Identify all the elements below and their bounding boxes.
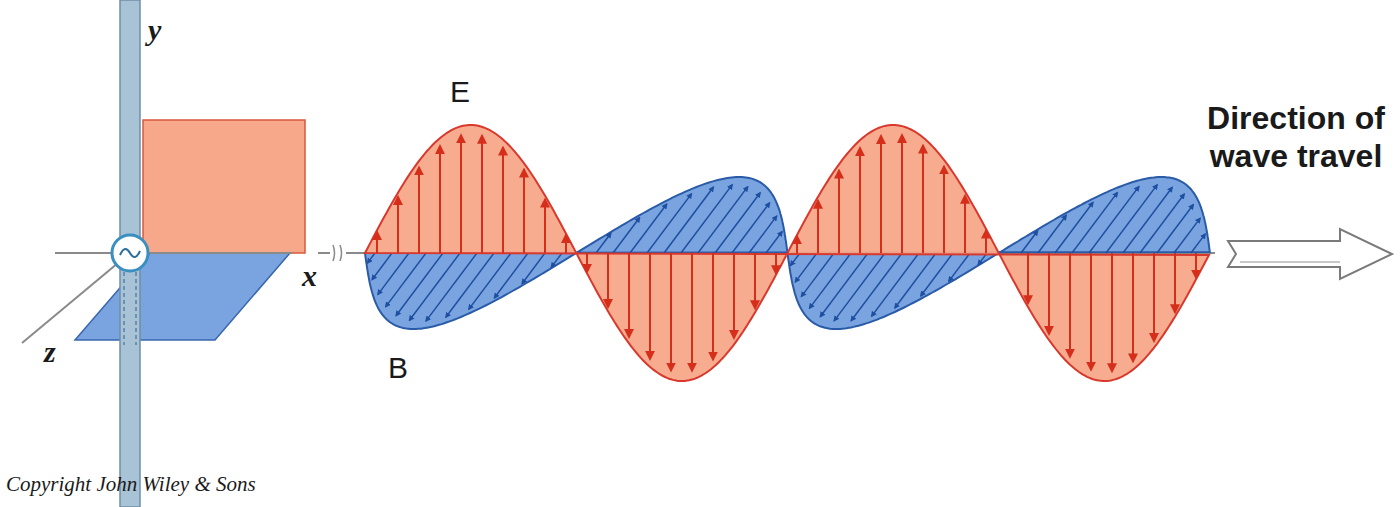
magnetic-field-vector (681, 185, 732, 253)
magnetic-field-vector (378, 253, 409, 295)
magnetic-field-vector (732, 203, 770, 253)
magnetic-field-vector (801, 253, 834, 297)
magnetic-field-vector (522, 253, 545, 284)
direction-arrow (1240, 261, 1340, 263)
magnetic-field-vector (613, 218, 640, 254)
electric-field-vector (607, 253, 609, 307)
field-label: E (450, 74, 470, 109)
magnetic-field-vector (766, 232, 782, 254)
electric-field-vector (1069, 253, 1071, 357)
magnetic-field-vector (1106, 185, 1157, 253)
electric-field-vector (670, 253, 672, 371)
axis-label: z (44, 334, 56, 369)
electric-field-vector (880, 136, 882, 253)
electric-field-vector (1132, 253, 1134, 361)
electric-field-vector (859, 148, 861, 253)
electric-field-vector (502, 148, 504, 254)
magnetic-field-vector (1191, 234, 1205, 253)
electric-field-vector (1111, 253, 1113, 371)
electric-field-vector (943, 166, 945, 253)
axis-break (333, 245, 342, 261)
magnetic-field-vector (921, 253, 953, 296)
electric-plane (143, 120, 305, 253)
electric-field-vector (1090, 253, 1092, 370)
magnetic-field-vector (1055, 202, 1093, 253)
electric-wave-shape (365, 125, 1209, 381)
electric-field-vector (397, 197, 399, 253)
electric-field-vector (565, 235, 567, 253)
magnetic-field-vector (1174, 218, 1200, 253)
electric-field-wave (365, 125, 1209, 381)
electric-field-vector (523, 170, 525, 254)
electric-field-vector (817, 201, 819, 253)
electric-field-vector (712, 253, 714, 360)
axis-label: x (302, 258, 317, 293)
magnetic-field-vector (596, 233, 611, 253)
direction-label: Direction of wave travel (1196, 100, 1396, 176)
electric-field-vector (628, 253, 630, 337)
magnetic-field-vector (895, 253, 936, 308)
magnetic-field-vector (386, 253, 426, 307)
electric-field-vector (1048, 253, 1050, 334)
electric-field-vector (544, 200, 546, 253)
electric-field-vector (1195, 253, 1197, 278)
electric-field-vector (964, 196, 966, 253)
magnetic-plane (75, 253, 290, 340)
z-axis (22, 253, 130, 343)
magnetic-field-vector (494, 253, 528, 298)
axis-label: y (148, 12, 161, 47)
magnetic-field-vector (1038, 215, 1066, 253)
magnetic-field-vector (372, 253, 392, 280)
magnetic-field-vector (949, 253, 970, 281)
electric-field-vector (838, 171, 840, 254)
ac-source-symbol (112, 235, 148, 271)
magnetic-field-vector (795, 253, 817, 282)
electric-field-vector (796, 236, 798, 253)
electric-field-vector (1174, 253, 1176, 312)
magnetic-field-vector (749, 216, 777, 253)
antenna-rod (124, 272, 125, 345)
magnetic-field-vector (809, 253, 851, 308)
ac-source-symbol (120, 249, 140, 257)
magnetic-field-vector (1072, 192, 1118, 253)
electric-field-vector (1153, 253, 1155, 341)
antenna-rod (136, 272, 137, 345)
direction-arrow (1228, 229, 1392, 279)
electric-field-vector (439, 146, 441, 253)
electric-field-vector (691, 253, 693, 371)
magnetic-field-vector (469, 253, 511, 309)
electric-field-vector (985, 231, 987, 253)
electric-field-vector (649, 253, 651, 359)
electric-field-vector (418, 167, 420, 253)
magnetic-field-vector (1140, 194, 1184, 253)
magnetic-field-vector (647, 194, 692, 253)
magnetic-field-vector (715, 193, 760, 253)
electric-field-vector (733, 253, 735, 338)
electric-field-vector (775, 253, 777, 273)
magnetic-field-vector (551, 253, 562, 267)
electric-field-vector (376, 232, 378, 253)
x-axis (318, 252, 330, 254)
electric-field-vector (754, 253, 756, 308)
x-axis (55, 252, 292, 254)
magnetic-field-vector (1157, 205, 1193, 254)
field-label: B (388, 350, 408, 385)
electric-field-vector (481, 136, 483, 253)
magnetic-field-vector (1021, 231, 1038, 253)
magnetic-field-vector (630, 204, 667, 253)
electric-field-vector (1027, 253, 1029, 303)
electric-field-vector (586, 253, 588, 272)
copyright-watermark: Copyright John Wiley & Sons (6, 472, 256, 497)
electric-field-vector (922, 146, 924, 254)
electric-field-vector (460, 135, 462, 253)
magnetic-field-vector (367, 253, 375, 263)
electric-field-vector (901, 135, 903, 253)
